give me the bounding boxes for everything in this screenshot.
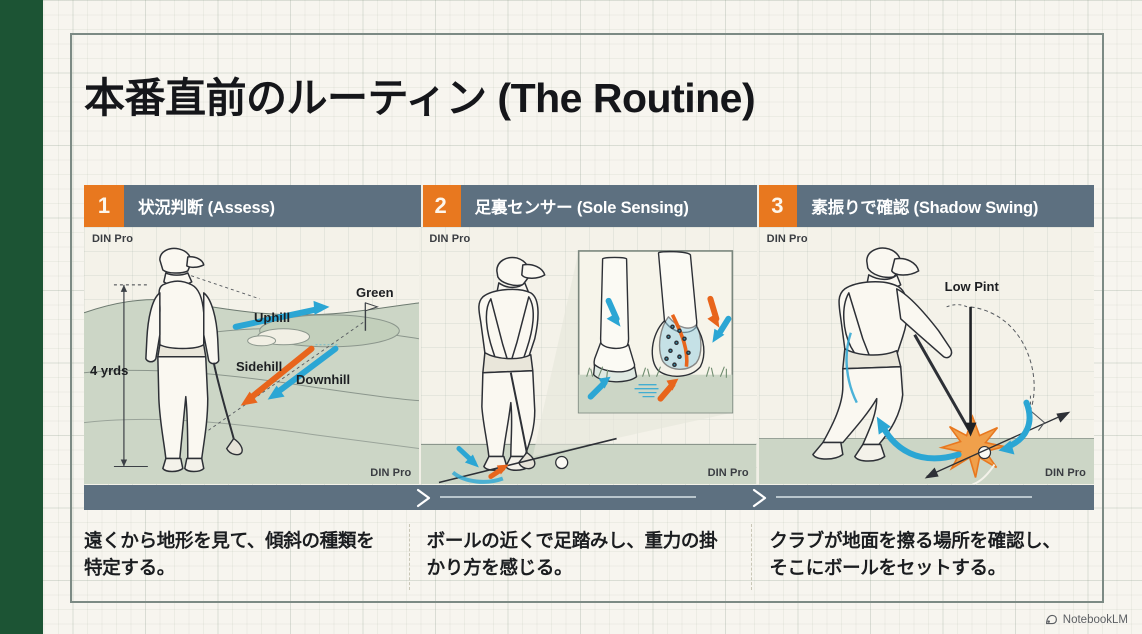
- caption-row: 遠くから地形を見て、傾斜の種類を特定する。 ボールの近くで足踏みし、重力の掛かり…: [84, 524, 1094, 594]
- frame-rule-left: [70, 33, 72, 603]
- chevron-right-icon-1: [414, 485, 434, 510]
- din-pro-watermark-bottom-3: DIN Pro: [1044, 467, 1086, 479]
- shadow-swing-scene-illustration: [758, 247, 1094, 485]
- panel-number-1: 1: [84, 185, 124, 227]
- label-downhill: Downhill: [296, 372, 351, 387]
- panel-header-2[interactable]: 2 足裏センサー (Sole Sensing): [420, 185, 758, 227]
- chevron-right-icon-2: [750, 485, 770, 510]
- caption-3: クラブが地面を擦る場所を確認し、そこにボールをセットする。: [751, 524, 1094, 594]
- label-sidehill: Sidehill: [236, 359, 283, 374]
- page-title: 本番直前のルーティン (The Routine): [84, 75, 756, 121]
- connector-line-2: [776, 496, 1032, 498]
- label-green: Green: [356, 285, 394, 300]
- panel-header-row: 1 状況判断 (Assess) 2 足裏センサー (Sole Sensing) …: [84, 185, 1094, 227]
- din-pro-watermark-top-1: DIN Pro: [92, 233, 134, 245]
- din-pro-watermark-bottom-1: DIN Pro: [370, 467, 412, 479]
- notebooklm-watermark: NotebookLM: [1045, 613, 1128, 626]
- panel-illustration-2: DIN Pro DIN Pro: [419, 227, 757, 485]
- label-low-point: Low Pint: [944, 279, 999, 294]
- panel-title-2: 足裏センサー (Sole Sensing): [474, 199, 689, 217]
- panel-title-1: 状況判断 (Assess): [138, 199, 275, 217]
- sole-sensing-scene-illustration: [421, 250, 757, 485]
- frame-rule-right: [1102, 33, 1104, 603]
- frame-rule-top: [70, 33, 1104, 35]
- panel-number-2: 2: [420, 185, 461, 227]
- caption-2: ボールの近くで足踏みし、重力の掛かり方を感じる。: [408, 524, 752, 594]
- panel-number-3: 3: [757, 185, 798, 227]
- panel-illustration-row: Uphill Green Sidehill Downhill 4 yrds DI…: [84, 227, 1094, 485]
- routine-board: 1 状況判断 (Assess) 2 足裏センサー (Sole Sensing) …: [84, 185, 1094, 510]
- notebooklm-label: NotebookLM: [1062, 613, 1128, 626]
- assess-scene-illustration: [84, 247, 420, 485]
- caption-1: 遠くから地形を見て、傾斜の種類を特定する。: [84, 530, 375, 578]
- panel-header-3[interactable]: 3 素振りで確認 (Shadow Swing): [757, 185, 1094, 227]
- din-pro-watermark-bottom-2: DIN Pro: [707, 467, 749, 479]
- notebooklm-icon: [1045, 613, 1058, 626]
- left-green-spine: [0, 0, 43, 634]
- din-pro-watermark-top-3: DIN Pro: [766, 233, 808, 245]
- label-uphill: Uphill: [254, 310, 291, 325]
- label-4-yards: 4 yrds: [90, 363, 129, 378]
- panel-title-3: 素振りで確認 (Shadow Swing): [811, 199, 1039, 217]
- panel-illustration-3: Low Pint DIN Pro DIN Pro: [756, 227, 1094, 485]
- connector-line-1: [440, 496, 696, 498]
- frame-rule-bottom: [70, 601, 1104, 603]
- step-connector-bar: [84, 485, 1094, 510]
- panel-header-1[interactable]: 1 状況判断 (Assess): [84, 185, 421, 227]
- panel-illustration-1: Uphill Green Sidehill Downhill 4 yrds DI…: [84, 227, 420, 485]
- din-pro-watermark-top-2: DIN Pro: [429, 233, 471, 245]
